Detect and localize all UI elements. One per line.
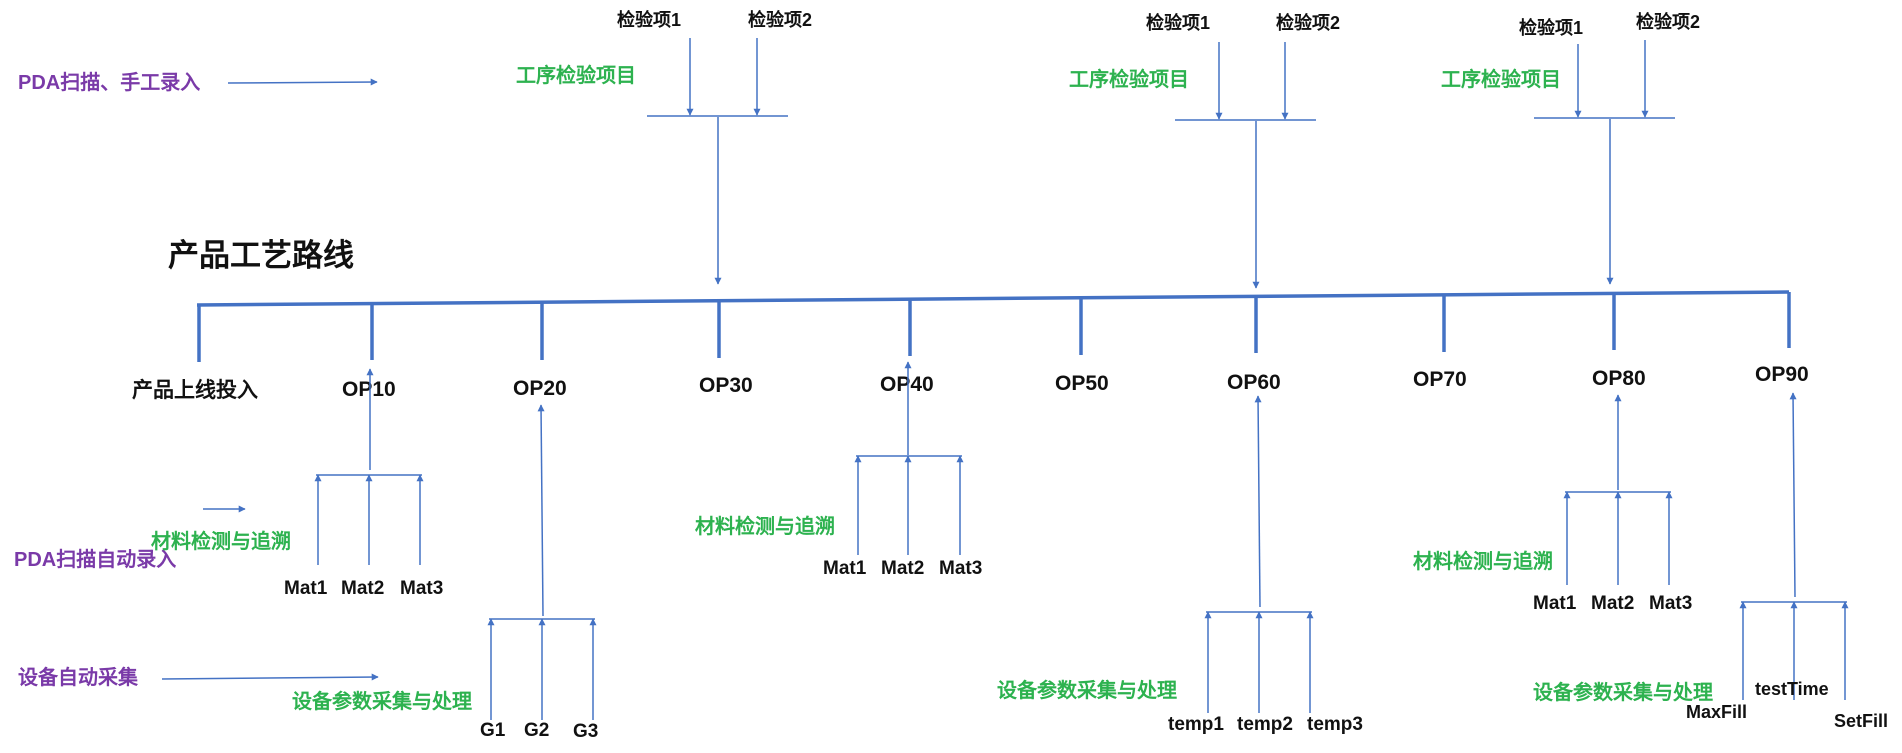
station-label: 产品上线投入 <box>132 378 258 402</box>
material-group-op40: 材料检测与追溯 Mat1 Mat2 Mat3 <box>695 361 982 579</box>
material-item-label: Mat3 <box>400 578 443 599</box>
station-label: OP50 <box>1055 372 1109 395</box>
material-item-label: Mat2 <box>881 558 924 579</box>
station-label: OP60 <box>1227 371 1281 394</box>
equipment-item-label: G1 <box>480 720 506 741</box>
equipment-group-op20: 设备参数采集与处理 G1 G2 G3 <box>292 404 598 742</box>
inspection-item-label: 检验项1 <box>617 9 681 30</box>
material-item-label: Mat3 <box>939 558 982 579</box>
legend-manual-entry: PDA扫描、手工录入 <box>18 70 200 94</box>
material-item-label: Mat2 <box>1591 593 1634 614</box>
equipment-item-label: SetFill <box>1834 711 1888 731</box>
equipment-group-label: 设备参数采集与处理 <box>292 689 472 713</box>
inspection-item-label: 检验项2 <box>1636 11 1700 32</box>
inspection-group-op30: 检验项1 检验项2 工序检验项目 <box>516 9 812 285</box>
material-group-label: 材料检测与追溯 <box>695 514 835 538</box>
material-group-op80: 材料检测与追溯 Mat1 Mat2 Mat3 <box>1413 394 1692 614</box>
inspection-item-label: 检验项2 <box>748 9 812 30</box>
station-label: OP70 <box>1413 368 1467 391</box>
equipment-to-station-arrow <box>1789 392 1797 598</box>
inspection-item-label: 检验项2 <box>1276 12 1340 33</box>
main-route-line <box>196 290 1790 307</box>
equipment-item-label: temp2 <box>1237 714 1293 735</box>
equipment-item-label: G3 <box>573 721 598 742</box>
diagram-title: 产品工艺路线 <box>168 238 354 273</box>
station-labels: 产品上线投入 OP10 OP20 OP30 OP40 OP50 OP60 OP7… <box>132 363 1809 402</box>
material-item-label: Mat3 <box>1649 593 1692 614</box>
station-label: OP40 <box>880 373 934 396</box>
material-item-label: Mat1 <box>1533 593 1577 614</box>
legend-pda-auto-entry: PDA扫描自动录入 <box>14 547 176 571</box>
material-item-label: Mat1 <box>823 558 867 579</box>
equipment-item-label: G2 <box>524 720 549 741</box>
material-item-label: Mat2 <box>341 578 384 599</box>
legend-equipment-auto-collect: 设备自动采集 <box>18 665 139 689</box>
inspection-group-op60: 检验项1 检验项2 工序检验项目 <box>1069 12 1340 289</box>
equipment-item-label: temp3 <box>1307 714 1363 735</box>
equipment-to-station-arrow <box>1254 395 1262 608</box>
equipment-to-station-arrow <box>537 404 545 617</box>
station-label: OP90 <box>1755 363 1809 386</box>
inspection-item-label: 检验项1 <box>1519 17 1583 38</box>
inspection-item-label: 检验项1 <box>1146 12 1210 33</box>
station-label: OP30 <box>699 374 753 397</box>
station-drops <box>197 292 1791 362</box>
material-item-label: Mat1 <box>284 578 328 599</box>
inspection-group-label: 工序检验项目 <box>1441 67 1561 91</box>
legend-manual-arrow <box>227 78 378 86</box>
equipment-group-op90: 设备参数采集与处理 MaxFill testTime SetFill <box>1533 392 1888 731</box>
equipment-group-op60: 设备参数采集与处理 temp1 temp2 temp3 <box>997 395 1363 735</box>
station-label: OP10 <box>342 378 396 401</box>
equipment-item-label: temp1 <box>1168 714 1224 735</box>
inspection-group-op80: 检验项1 检验项2 工序检验项目 <box>1441 11 1700 285</box>
material-group-label: 材料检测与追溯 <box>151 529 291 553</box>
equipment-item-label: testTime <box>1755 679 1829 699</box>
equipment-group-label: 设备参数采集与处理 <box>1533 680 1713 704</box>
material-group-op10: 材料检测与追溯 Mat1 Mat2 Mat3 <box>151 368 443 599</box>
station-label: OP20 <box>513 377 567 400</box>
equipment-item-label: MaxFill <box>1686 702 1747 722</box>
equipment-group-label: 设备参数采集与处理 <box>997 678 1177 702</box>
legend-equipment-arrow <box>161 673 379 681</box>
material-group-label: 材料检测与追溯 <box>1413 549 1553 573</box>
inspection-group-label: 工序检验项目 <box>516 63 636 87</box>
inspection-group-label: 工序检验项目 <box>1069 67 1189 91</box>
station-label: OP80 <box>1592 367 1646 390</box>
